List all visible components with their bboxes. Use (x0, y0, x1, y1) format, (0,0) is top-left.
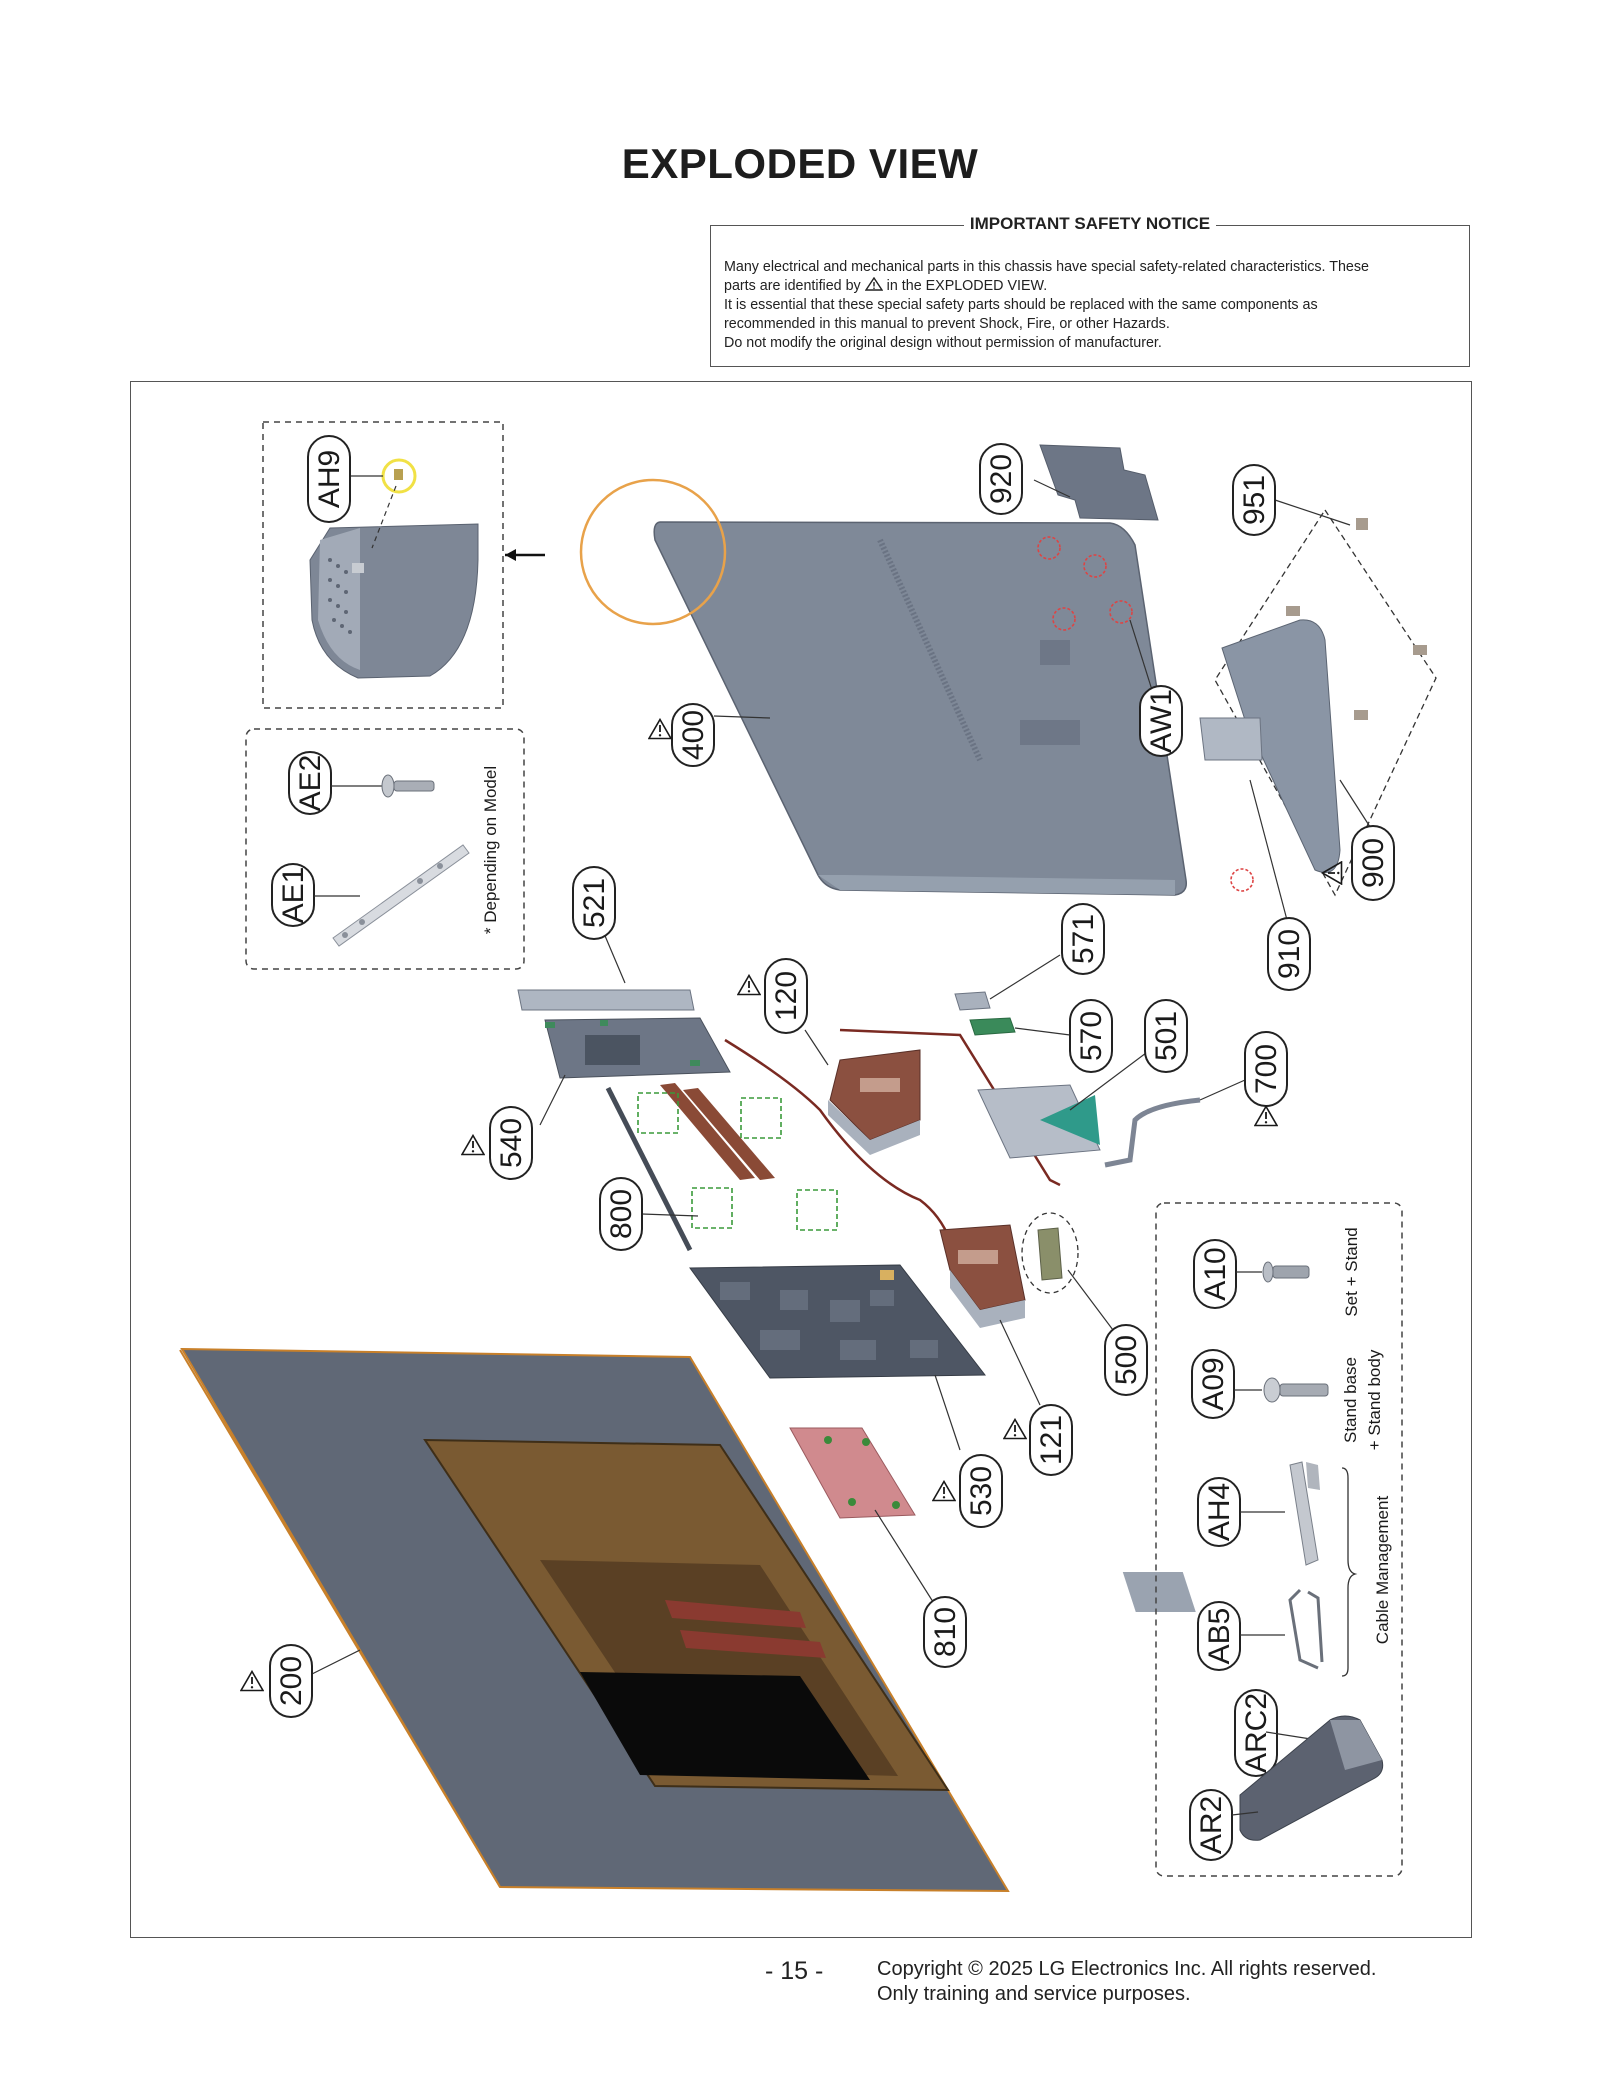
part-label-521: 521 (578, 878, 611, 928)
stand-note-stand-base: Stand base (1341, 1357, 1360, 1443)
safety-notice-body: Many electrical and mechanical parts in … (724, 258, 1456, 353)
part-label-920: 920 (985, 454, 1018, 504)
inset-ae-screws: AE2 AE1 * Depending on Model (245, 728, 525, 970)
parts-571-570-501-700: 571 570 501 700 (839, 903, 1288, 1187)
warning-icon-121 (1003, 1418, 1027, 1440)
part-label-800: 800 (605, 1189, 638, 1239)
part-label-ah4: AH4 (1203, 1483, 1236, 1541)
copyright-line-2: Only training and service purposes. (877, 1983, 1191, 2005)
part-label-200: 200 (275, 1656, 308, 1706)
cable-management-note: Cable Management (1373, 1496, 1392, 1645)
part-810: 810 (789, 1427, 967, 1668)
part-label-570: 570 (1075, 1011, 1108, 1061)
notice-line-3: It is essential that these special safet… (724, 297, 1318, 313)
inset-ah9: AH9 (262, 421, 545, 709)
part-label-arc2: ARC2 (1240, 1693, 1273, 1773)
safety-notice-title: IMPORTANT SAFETY NOTICE (711, 214, 1469, 234)
warning-icon-700 (1254, 1105, 1278, 1127)
stand-900-910-951: 951 900 910 (1199, 464, 1437, 991)
notice-line-1: Many electrical and mechanical parts in … (724, 259, 1369, 275)
part-label-910: 910 (1273, 929, 1306, 979)
diagram-frame (130, 381, 1472, 1938)
copyright-line-1: Copyright © 2025 LG Electronics Inc. All… (877, 1958, 1377, 1980)
stand-note-stand-body: + Stand body (1365, 1349, 1384, 1450)
part-500: 500 (1021, 1212, 1148, 1396)
part-label-ab5: AB5 (1203, 1608, 1236, 1665)
part-label-121: 121 (1035, 1415, 1068, 1465)
part-label-501: 501 (1150, 1011, 1183, 1061)
display-panel-200: 200 (179, 1347, 1196, 1893)
warning-icon-400 (648, 718, 672, 740)
part-label-900: 900 (1357, 838, 1390, 888)
part-label-400: 400 (677, 710, 710, 760)
page-title: EXPLODED VIEW (621, 140, 979, 187)
copyright-notice: Copyright © 2025 LG Electronics Inc. All… (877, 1957, 1376, 2007)
inset-depending-note: * Depending on Model (481, 766, 500, 934)
safety-notice-box: IMPORTANT SAFETY NOTICE Many electrical … (710, 214, 1470, 367)
main-board-521-540: 521 540 (461, 866, 731, 1180)
part-label-ah9: AH9 (313, 450, 346, 508)
part-label-a10: A10 (1199, 1247, 1232, 1300)
part-label-120: 120 (770, 971, 803, 1021)
part-label-571: 571 (1067, 914, 1100, 964)
notice-line-2: parts are identified by in the EXPLODED … (724, 277, 1048, 294)
accessory-inset: A10 Set + Stand A09 Stand base + Stand b… (1155, 1202, 1403, 1877)
part-label-a09: A09 (1197, 1357, 1230, 1410)
part-label-530: 530 (965, 1466, 998, 1516)
part-label-951: 951 (1238, 475, 1271, 525)
part-label-ae1: AE1 (277, 867, 310, 924)
part-label-500: 500 (1110, 1335, 1143, 1385)
speakers-120-121: 120 121 (724, 958, 1073, 1476)
part-label-700: 700 (1250, 1044, 1283, 1094)
stand-note-set-stand: Set + Stand (1342, 1227, 1361, 1316)
notice-line-4: recommended in this manual to prevent Sh… (724, 316, 1170, 332)
warning-icon-120 (737, 974, 761, 996)
cables-800: 800 (599, 1083, 838, 1252)
part-label-ar2: AR2 (1195, 1796, 1228, 1854)
part-label-540: 540 (495, 1118, 528, 1168)
warning-icon-200 (240, 1670, 264, 1692)
warning-triangle-icon (864, 277, 883, 291)
warning-icon-530 (932, 1480, 956, 1502)
notice-line-5: Do not modify the original design withou… (724, 335, 1162, 351)
part-label-ae2: AE2 (294, 755, 327, 812)
pcb-530: 530 (689, 1264, 1003, 1528)
part-label-810: 810 (929, 1607, 962, 1657)
parts-920-aw1: 920 AW1 (979, 443, 1254, 892)
part-label-aw1: AW1 (1145, 689, 1178, 753)
warning-icon-540 (461, 1134, 485, 1156)
page-number: - 15 - (765, 1957, 824, 1985)
back-cover-400: 400 (579, 478, 1188, 896)
